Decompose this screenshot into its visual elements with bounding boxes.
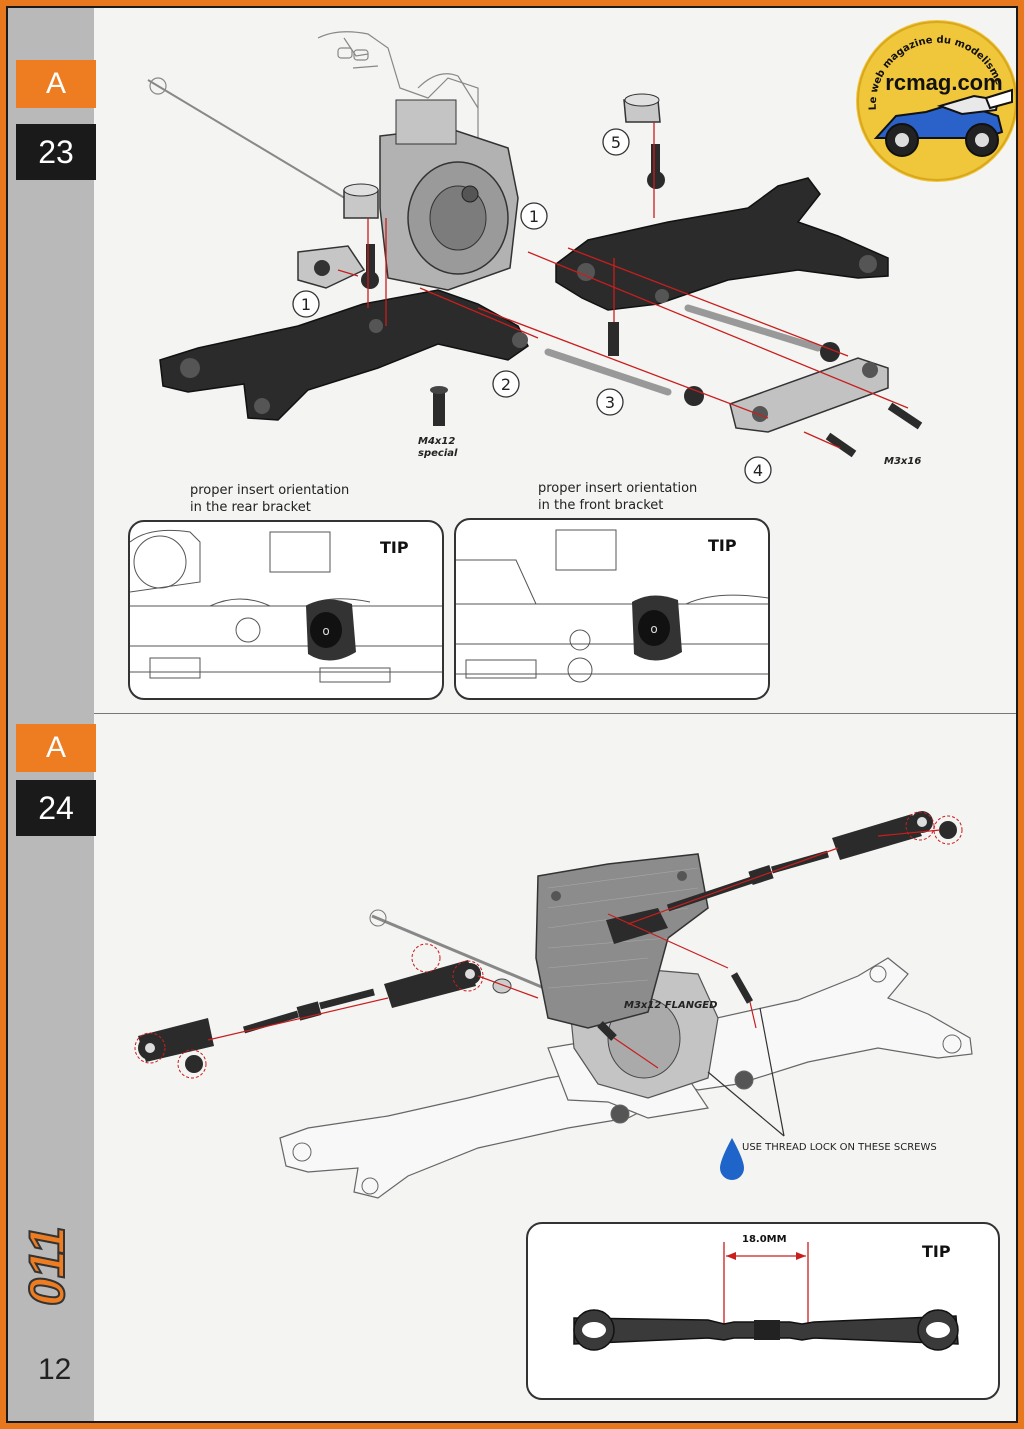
hinge-pin-front xyxy=(684,304,822,352)
screw-m4-label: M4x12 xyxy=(418,436,455,447)
callout-2: 2 xyxy=(501,375,511,394)
step-23-number: 23 xyxy=(16,124,96,180)
tip-front-caption: proper insert orientation in the front b… xyxy=(538,481,698,513)
m3-screw-a xyxy=(825,432,857,458)
drive-shaft xyxy=(371,914,569,1000)
section-divider xyxy=(94,713,1016,714)
washer xyxy=(492,978,512,994)
step-23-letter: A xyxy=(16,60,96,108)
svg-text:o: o xyxy=(650,622,657,636)
tip-front-label: TIP xyxy=(708,536,737,555)
chassis-outline xyxy=(147,31,479,201)
ball-stud-right xyxy=(939,821,957,839)
brand-logo: 011 xyxy=(24,1225,76,1307)
m4-screw xyxy=(433,390,445,426)
step-23-diagram: 1 1 2 3 4 5 M4x12 special M3x16 xyxy=(147,31,923,484)
gearbox-housing xyxy=(379,99,519,291)
tip-24-measure: 18.0MM xyxy=(742,1234,787,1245)
right-a-arm xyxy=(555,177,889,311)
arm-screw xyxy=(608,322,619,356)
callout-1b: 1 xyxy=(301,295,311,314)
logo-site-text: rcmag.com xyxy=(885,70,1002,95)
callout-3: 3 xyxy=(605,393,615,412)
tip-rear-caption: proper insert orientation in the rear br… xyxy=(190,483,350,515)
screw-m3-label: M3x16 xyxy=(884,456,921,467)
callout-5: 5 xyxy=(611,133,621,152)
insert-nut-b xyxy=(684,386,704,406)
screw-tower-b xyxy=(597,1021,617,1041)
rcmag-logo: Le web magazine du modelisme rcmag.com xyxy=(856,20,1016,182)
tip-front-box: o TIP xyxy=(454,518,770,700)
m3-screw-b xyxy=(887,402,923,430)
left-a-arm xyxy=(159,289,529,421)
hinge-pin-3 xyxy=(544,348,672,396)
tip-24-label: TIP xyxy=(922,1242,951,1261)
thread-lock-text: USE THREAD LOCK ON THESE SCREWS xyxy=(742,1142,937,1153)
assembly-guides-24 xyxy=(207,829,941,1069)
tip-24-box: 18.0MM TIP xyxy=(526,1222,1000,1400)
page-number: 12 xyxy=(38,1353,72,1386)
step-24-diagram: M3x12 FLANGED USE THREAD LOCK ON THESE S… xyxy=(134,811,973,1199)
callout-1a: 1 xyxy=(529,207,539,226)
screw-m4-note: special xyxy=(418,448,458,459)
turnbuckle-left xyxy=(134,943,484,1079)
sidebar: A 23 A 24 011 12 xyxy=(8,8,96,1421)
screw-tower-a xyxy=(730,972,754,1004)
thread-lock-drop-icon xyxy=(720,1138,744,1180)
tip-rear-label: TIP xyxy=(380,538,409,557)
manual-page: A 23 A 24 011 12 Le web magazine du mode… xyxy=(6,6,1018,1423)
callout-4: 4 xyxy=(753,461,763,480)
step-24-letter: A xyxy=(16,724,96,772)
step-24-number: 24 xyxy=(16,780,96,836)
front-bracket xyxy=(729,357,889,433)
assembly-guides xyxy=(337,122,909,449)
brand-mark-text: 011 xyxy=(24,1226,75,1306)
rear-bracket xyxy=(297,245,366,289)
svg-text:o: o xyxy=(322,624,329,638)
screw-m3x12-label: M3x12 FLANGED xyxy=(624,1000,717,1011)
tip-rear-box: o TIP xyxy=(128,520,444,700)
